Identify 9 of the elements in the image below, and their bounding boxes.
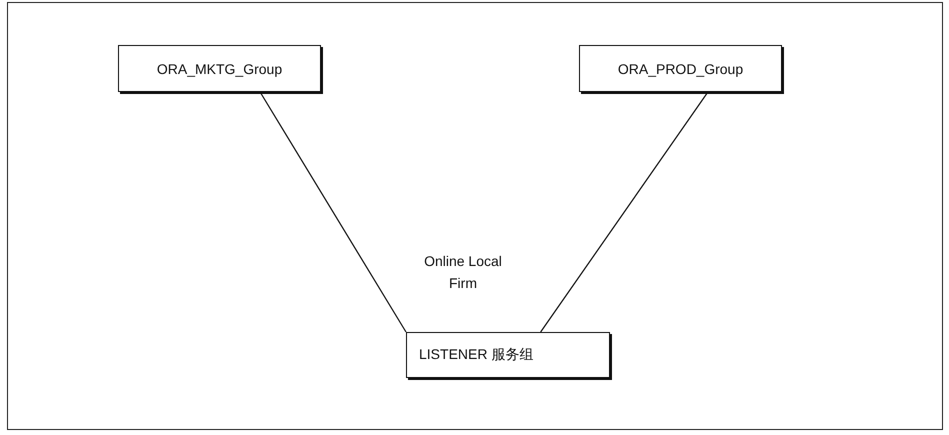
group-box	[406, 332, 610, 378]
group-name: LISTENER 服务组	[419, 346, 534, 364]
group-box	[118, 45, 321, 92]
group-name: ORA_PROD_Group	[618, 60, 744, 76]
state-label: Online Local Firm	[423, 252, 503, 293]
group-box	[579, 45, 782, 92]
connector-line	[540, 92, 708, 332]
connector-line	[260, 92, 407, 332]
group-name: ORA_MKTG_Group	[156, 60, 282, 76]
